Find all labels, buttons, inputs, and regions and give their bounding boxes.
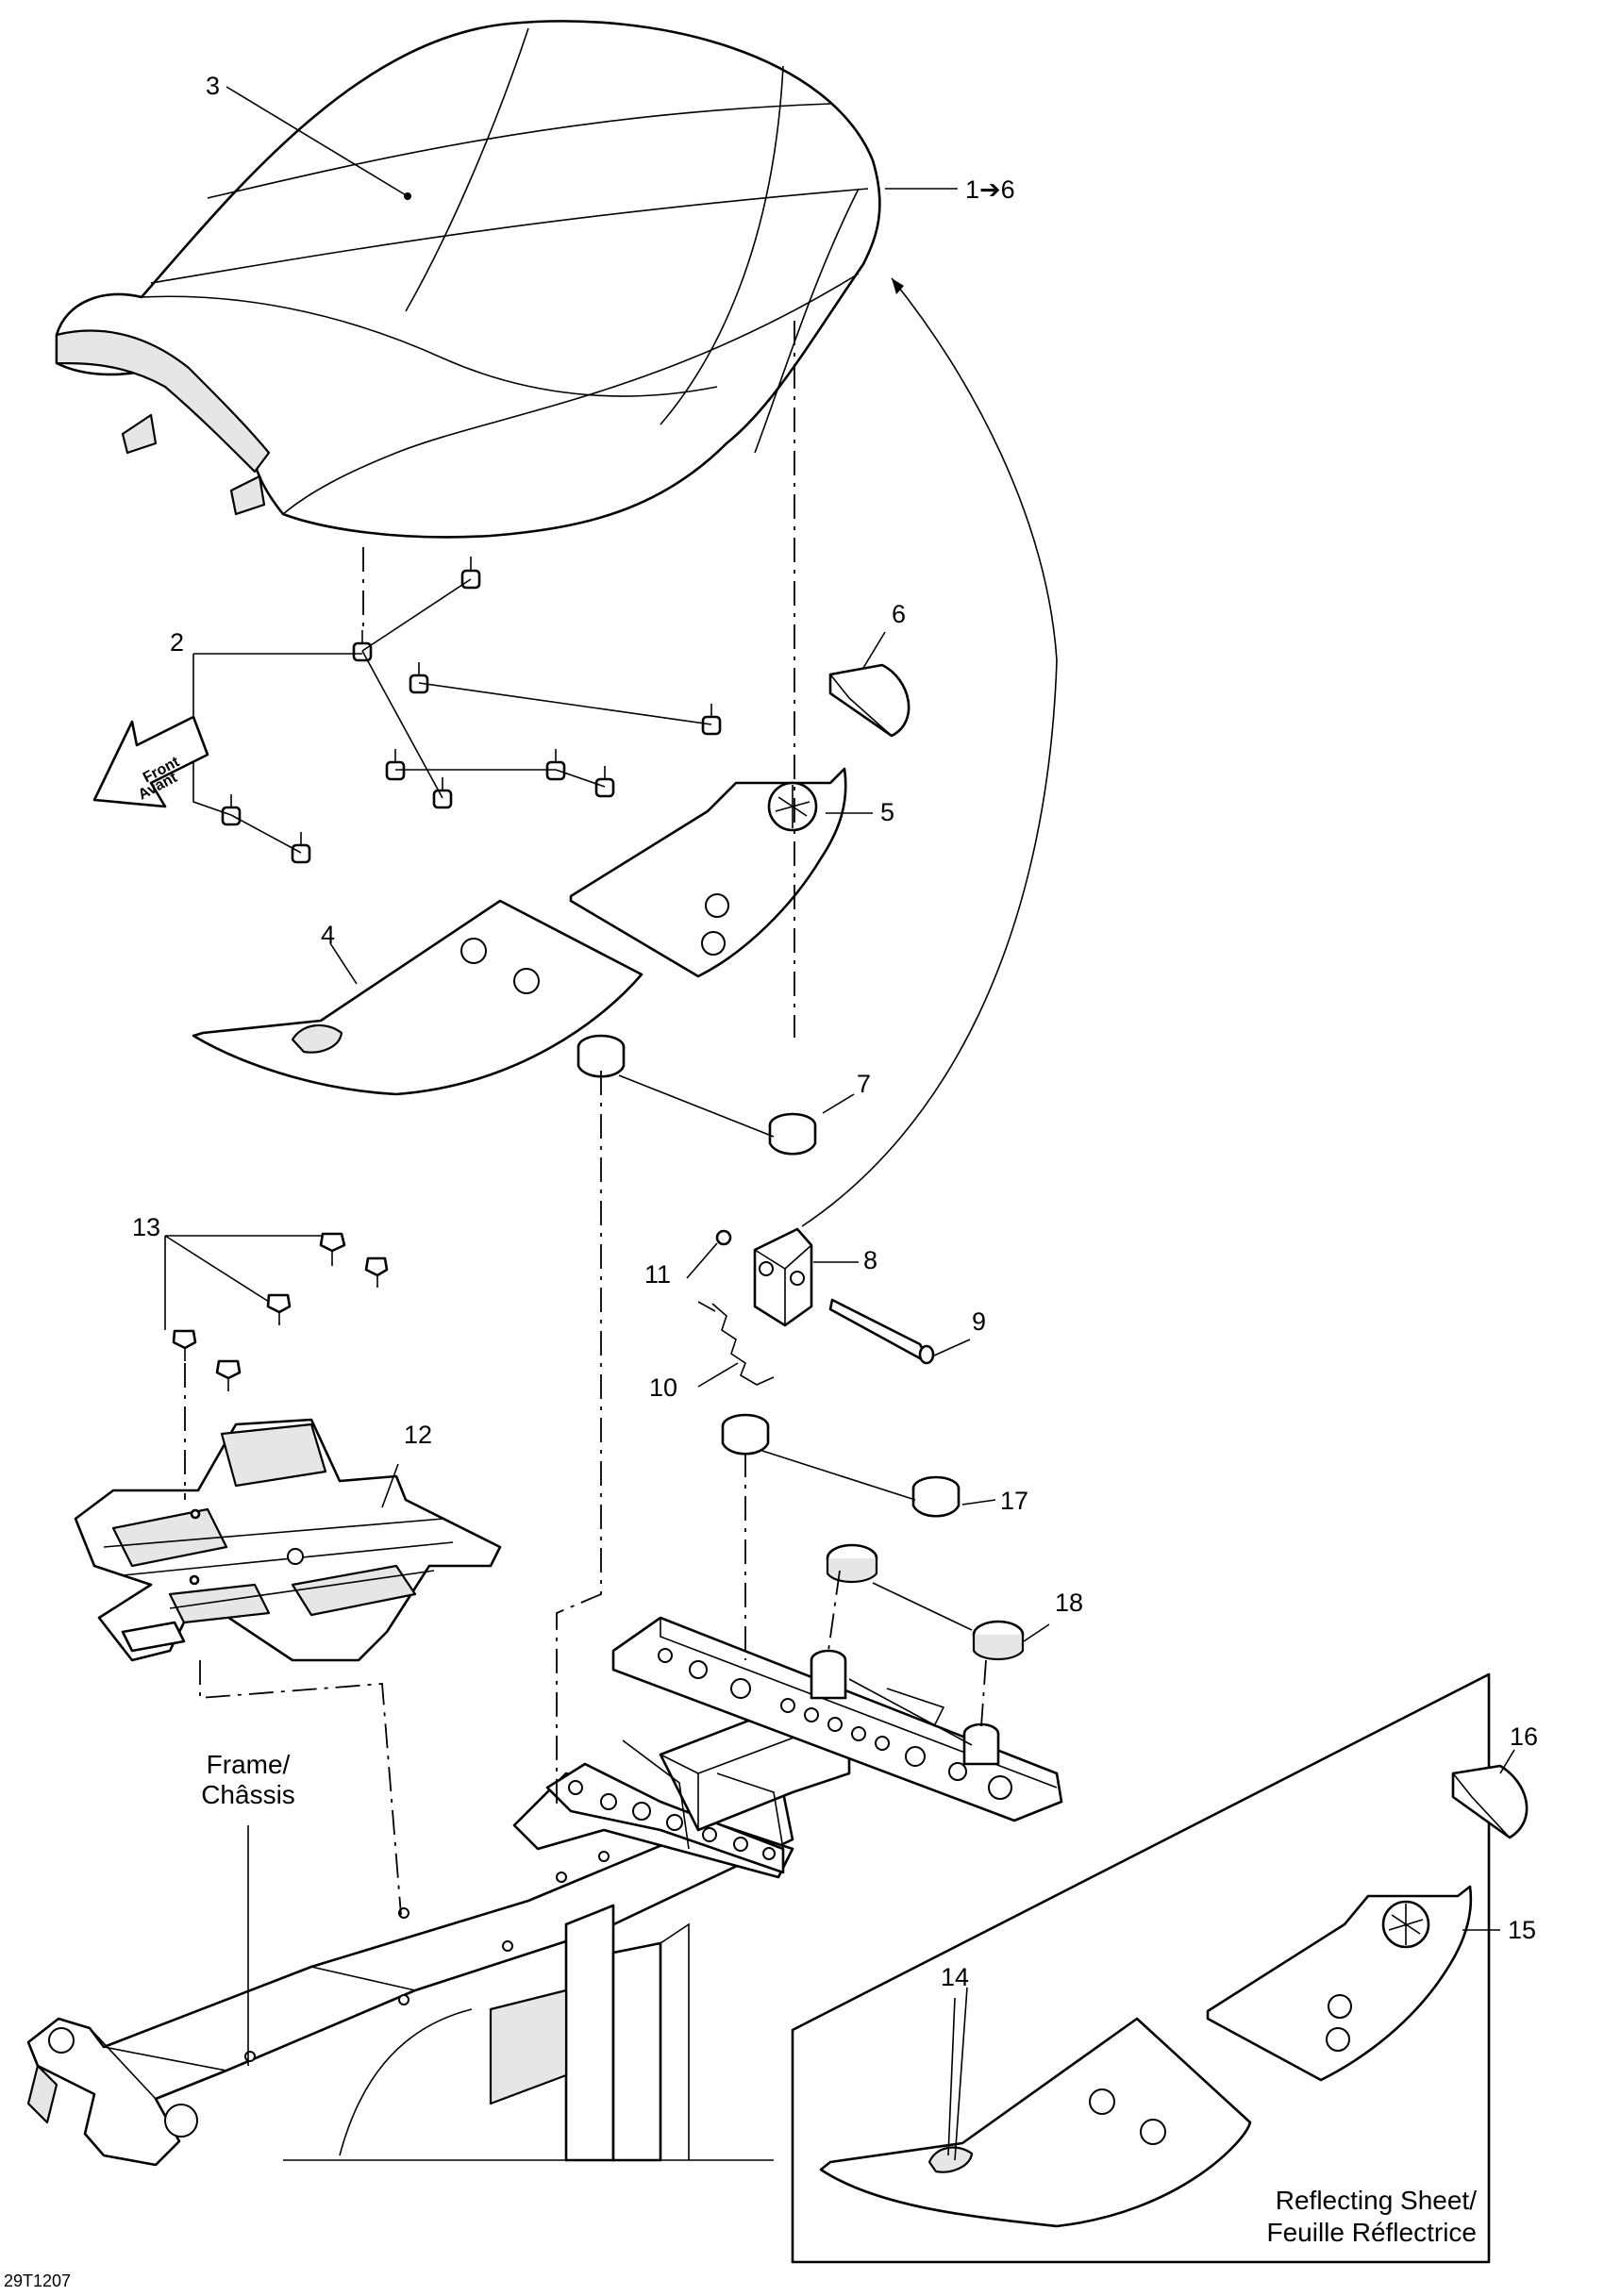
- callout-5: 5: [880, 798, 894, 826]
- callout-17: 17: [1000, 1487, 1028, 1515]
- heat-shield-plate: [74, 1418, 502, 1662]
- callout-15: 15: [1508, 1916, 1536, 1944]
- callout-16: 16: [1510, 1722, 1538, 1751]
- assembly-lines: [184, 86, 1515, 2161]
- callout-13: 13: [132, 1213, 160, 1241]
- callout-12: 12: [404, 1421, 432, 1449]
- callout-4: 4: [321, 921, 335, 949]
- reflecting-sheet-inset: [791, 1672, 1529, 2264]
- drawing-code: 29T1207: [4, 2271, 71, 2290]
- callout-11: 11: [644, 1260, 671, 1289]
- plugs: [826, 1543, 1025, 1660]
- callout-1-6: 1➔6: [965, 175, 1015, 204]
- end-cap: [828, 663, 911, 738]
- callout-10: 10: [649, 1373, 677, 1402]
- frame-label-en: Frame/: [207, 1750, 291, 1779]
- callouts: 3 1➔6 2 6 5 4 7 13 8 11 9 10 12 17 18 16…: [4, 72, 1538, 2290]
- inset-label-fr: Feuille Réflectrice: [1266, 2218, 1477, 2247]
- callout-14: 14: [941, 1963, 969, 1991]
- frame-label-fr: Châssis: [201, 1780, 295, 1809]
- reflecting-sheet-front: [192, 899, 643, 1096]
- frame: [26, 1616, 1063, 2167]
- reflecting-sheet-rear: [569, 767, 847, 978]
- callout-7: 7: [857, 1070, 871, 1098]
- callout-6: 6: [892, 600, 906, 628]
- rubber-bumpers: [192, 557, 722, 864]
- callout-18: 18: [1055, 1589, 1083, 1617]
- inset-label-en: Reflecting Sheet/: [1276, 2186, 1477, 2215]
- callout-9: 9: [972, 1307, 986, 1336]
- front-direction-arrow: Front Avant: [92, 715, 209, 808]
- callout-8: 8: [863, 1246, 877, 1274]
- seat: [55, 20, 881, 539]
- callout-3: 3: [206, 72, 220, 100]
- bolts: [164, 1232, 389, 1391]
- callout-2: 2: [170, 628, 184, 657]
- seat-latch-assembly: [697, 1227, 935, 1386]
